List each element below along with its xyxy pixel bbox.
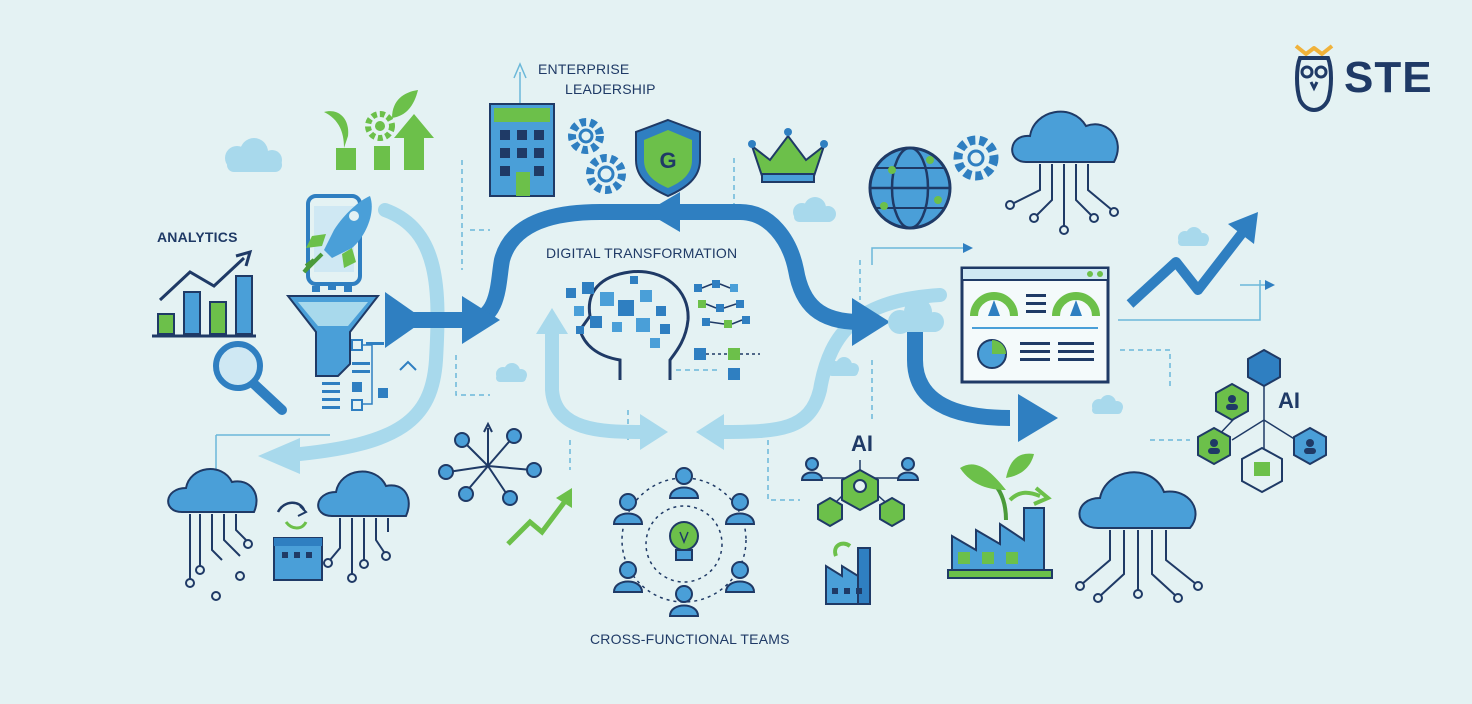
label-ai-right: AI <box>1278 388 1300 413</box>
globe-icon <box>868 146 952 230</box>
shield-icon <box>635 118 701 198</box>
hexagon-ai-network-icon <box>1197 348 1327 494</box>
magnifier-icon <box>213 341 287 415</box>
light-flow-arrows <box>283 203 947 462</box>
bg-clouds <box>225 138 1209 414</box>
cloud-network-icon <box>1075 471 1203 603</box>
data-list-icon <box>322 339 417 411</box>
trend-arrow-icon <box>1126 212 1258 308</box>
logo-text: STE <box>1344 53 1433 102</box>
main-flow-arrowheads <box>385 192 1058 442</box>
funnel-icon <box>285 284 381 377</box>
crown-icon <box>748 128 828 183</box>
cloud-small-icon <box>496 363 527 382</box>
label-leadership: LEADERSHIP <box>565 81 656 97</box>
label-digital-transformation: DIGITAL TRANSFORMATION <box>546 245 738 261</box>
label-cross-functional-teams: CROSS-FUNCTIONAL TEAMS <box>590 631 790 647</box>
cloud-small-icon <box>1178 227 1209 246</box>
dashboard-icon <box>960 266 1110 384</box>
plant-gear-growth-icon <box>324 90 434 170</box>
flow-junction-cloud <box>888 298 944 334</box>
bar-chart-icon <box>152 249 256 338</box>
dashed-connectors <box>455 158 1190 501</box>
owl-logo-icon <box>1294 44 1334 112</box>
node-grid-icon <box>694 280 760 380</box>
gears-icon <box>568 118 626 194</box>
cloud-small-icon <box>1092 395 1123 414</box>
cloud-small-icon <box>793 197 836 222</box>
label-analytics: ANALYTICS <box>157 229 238 245</box>
factory-icon <box>825 541 871 605</box>
gear-icon <box>953 135 999 181</box>
brand-logo: STE <box>1294 44 1433 112</box>
network-hub-icon <box>438 421 542 506</box>
cloud-small-icon <box>225 138 282 172</box>
cloud-network-icon <box>317 470 410 583</box>
ai-hex-cluster-icon <box>800 457 920 528</box>
cloud-network-icon <box>1005 110 1119 235</box>
building-icon <box>489 103 555 197</box>
light-arrowheads <box>258 308 724 474</box>
rocket-phone-icon <box>302 194 372 286</box>
label-enterprise: ENTERPRISE <box>538 61 630 77</box>
label-ai-center: AI <box>851 431 873 456</box>
server-icon <box>273 501 323 581</box>
brain-network-icon <box>566 270 690 380</box>
shield-letter: G <box>659 148 676 173</box>
lightbulb-icon <box>669 521 699 561</box>
cloud-network-icon <box>167 468 258 601</box>
growth-arrow-icon <box>506 488 572 546</box>
factory-sprout-icon <box>947 453 1053 579</box>
team-network-icon <box>612 467 756 617</box>
